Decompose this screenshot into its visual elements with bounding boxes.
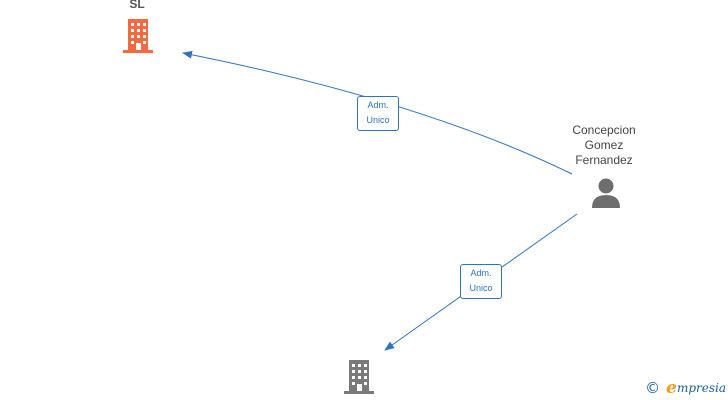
brand-name: mpresia	[676, 381, 726, 395]
building-icon[interactable]	[122, 19, 154, 53]
edge-label-role: Adm. Unico	[460, 264, 502, 299]
copyright-icon: ©	[645, 379, 661, 397]
company-top-label: SL	[129, 0, 145, 11]
edge-label-role: Adm. Unico	[357, 96, 399, 131]
person-label-line: Fernandez	[575, 153, 633, 167]
person-label-line: Gomez	[584, 138, 624, 152]
person-label: Concepcion Gomez Fernandez	[559, 123, 649, 168]
person-icon[interactable]	[591, 178, 621, 208]
person-label-line: Concepcion	[572, 123, 636, 137]
brand-initial: e	[666, 378, 677, 398]
brand-watermark: © e mpresia	[645, 378, 726, 398]
building-icon[interactable]	[343, 360, 375, 394]
